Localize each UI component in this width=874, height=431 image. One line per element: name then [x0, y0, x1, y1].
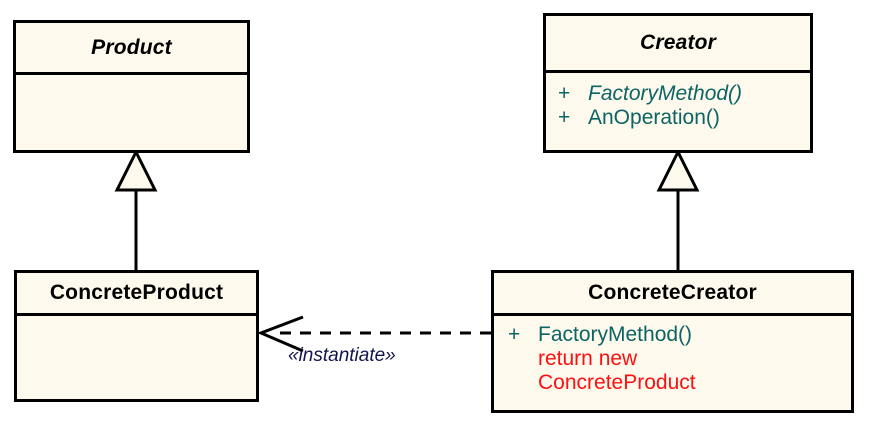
generalization-concreteproduct-to-product: [114, 148, 158, 270]
member-row: + AnOperation(): [558, 106, 810, 130]
member-name: FactoryMethod(): [538, 323, 693, 346]
member-row: + FactoryMethod(): [558, 82, 810, 106]
class-divider: [494, 313, 851, 316]
member-visibility: +: [508, 323, 521, 346]
class-members-concreteproduct: [17, 316, 256, 399]
code-line: ConcreteProduct: [538, 371, 696, 395]
member-name: AnOperation(): [588, 106, 720, 130]
class-members-creator: + FactoryMethod() + AnOperation(): [546, 73, 810, 150]
code-line: return new: [538, 347, 638, 371]
member-visibility: +: [558, 82, 571, 105]
class-box-product[interactable]: Product: [13, 20, 250, 153]
member-visibility: +: [558, 106, 571, 130]
class-title-creator: Creator: [639, 31, 717, 54]
class-members-product: [16, 75, 247, 150]
member-row: + FactoryMethod(): [508, 323, 851, 347]
class-divider: [16, 72, 247, 75]
class-divider: [17, 313, 256, 316]
generalization-concretecreator-to-creator: [656, 148, 700, 270]
class-box-concreteproduct[interactable]: ConcreteProduct: [14, 270, 259, 402]
class-title-product: Product: [91, 35, 172, 59]
class-title-concretecreator: ConcreteCreator: [588, 281, 757, 304]
class-members-concretecreator: + FactoryMethod() return new ConcretePro…: [494, 316, 851, 410]
class-box-creator[interactable]: Creator + FactoryMethod() + AnOperation(…: [543, 13, 813, 153]
instantiate-stereotype-label: «instantiate»: [288, 345, 396, 366]
class-title-concreteproduct: ConcreteProduct: [49, 281, 224, 304]
class-divider: [546, 70, 810, 73]
class-box-concretecreator[interactable]: ConcreteCreator + FactoryMethod() return…: [491, 270, 854, 413]
member-name: FactoryMethod(): [588, 82, 743, 105]
